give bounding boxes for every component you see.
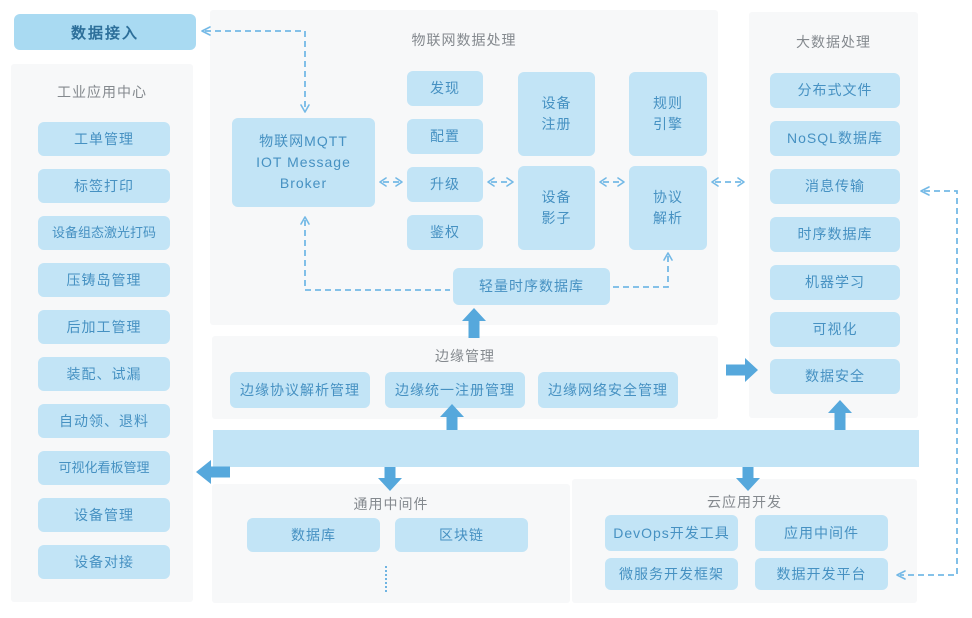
panel-title-industrial: 工业应用中心 — [57, 84, 147, 100]
node-machine-learning: 机器学习 — [770, 265, 900, 300]
node-elastic-compute-engine — [213, 430, 919, 467]
node-dashboard-mgmt: 可视化看板管理 — [38, 451, 170, 485]
panel-middleware: 通用中间件 数据库 区块链 — [212, 484, 570, 603]
node-device-mgmt: 设备管理 — [38, 498, 170, 532]
node-protocol-parse: 协议 解析 — [629, 166, 707, 250]
node-auto-material: 自动领、退料 — [38, 404, 170, 438]
node-message-transfer: 消息传输 — [770, 169, 900, 204]
panel-title-cloud: 云应用开发 — [707, 494, 782, 510]
node-data-security: 数据安全 — [770, 359, 900, 394]
node-label-printing: 标签打印 — [38, 169, 170, 203]
panel-cloud-dev: 云应用开发 DevOps开发工具 应用中间件 微服务开发框架 数据开发平台 — [572, 479, 917, 603]
panel-bigdata-processing: 大数据处理 分布式文件 NoSQL数据库 消息传输 时序数据库 机器学习 可视化… — [749, 12, 918, 418]
node-visualization: 可视化 — [770, 312, 900, 347]
node-work-order-mgmt: 工单管理 — [38, 122, 170, 156]
node-edge-protocol-mgmt: 边缘协议解析管理 — [230, 372, 370, 408]
node-die-cast-island: 压铸岛管理 — [38, 263, 170, 297]
node-laser-marking: 设备组态激光打码 — [38, 216, 170, 250]
node-device-connect: 设备对接 — [38, 545, 170, 579]
node-nosql-db: NoSQL数据库 — [770, 121, 900, 156]
node-app-middleware: 应用中间件 — [755, 515, 888, 551]
node-blockchain: 区块链 — [395, 518, 528, 552]
node-mqtt-broker: 物联网MQTT IOT Message Broker — [232, 118, 375, 207]
panel-edge-management: 边缘管理 边缘协议解析管理 边缘统一注册管理 边缘网络安全管理 — [212, 336, 718, 419]
panel-title-edge: 边缘管理 — [435, 348, 495, 364]
panel-iot-processing: 物联网数据处理 物联网MQTT IOT Message Broker 发现 配置… — [210, 10, 718, 325]
node-config: 配置 — [407, 119, 483, 154]
node-distributed-file: 分布式文件 — [770, 73, 900, 108]
node-data-access: 数据接入 — [14, 14, 196, 50]
node-database: 数据库 — [247, 518, 380, 552]
node-auth: 鉴权 — [407, 215, 483, 250]
node-assembly-leak-test: 装配、试漏 — [38, 357, 170, 391]
node-discovery: 发现 — [407, 71, 483, 106]
node-microservice-framework: 微服务开发框架 — [605, 558, 738, 590]
node-upgrade: 升级 — [407, 167, 483, 202]
node-post-processing: 后加工管理 — [38, 310, 170, 344]
ellipsis-icon — [385, 566, 387, 592]
panel-title-middleware: 通用中间件 — [353, 496, 429, 512]
node-device-shadow: 设备 影子 — [518, 166, 595, 250]
panel-title-iot: 物联网数据处理 — [411, 32, 517, 48]
node-devops-tools: DevOps开发工具 — [605, 515, 738, 551]
node-rule-engine: 规则 引擎 — [629, 72, 707, 156]
node-edge-security-mgmt: 边缘网络安全管理 — [538, 372, 678, 408]
node-timeseries-db: 时序数据库 — [770, 217, 900, 252]
node-device-register: 设备 注册 — [518, 72, 595, 156]
panel-industrial-app-center: 工业应用中心 工单管理 标签打印 设备组态激光打码 压铸岛管理 后加工管理 装配… — [11, 64, 193, 602]
panel-title-bigdata: 大数据处理 — [796, 34, 871, 50]
node-lightweight-tsdb: 轻量时序数据库 — [453, 268, 610, 305]
node-data-dev-platform: 数据开发平台 — [755, 558, 888, 590]
node-edge-register-mgmt: 边缘统一注册管理 — [385, 372, 525, 408]
